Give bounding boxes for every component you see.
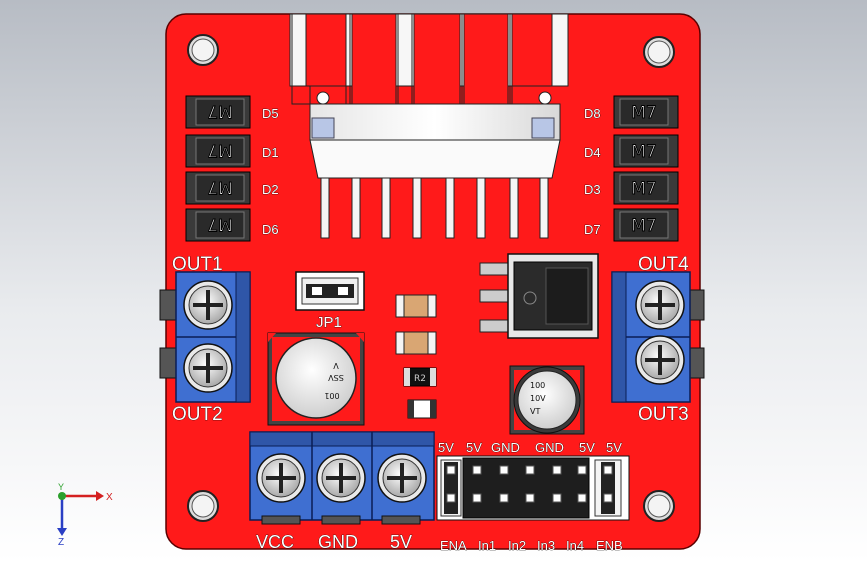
svg-text:In4: In4 — [566, 538, 584, 553]
diode-label: D5 — [262, 106, 279, 121]
pin-header — [436, 455, 630, 521]
power-terminal-block — [249, 431, 435, 525]
diode-d4: M7 D4 — [584, 134, 679, 168]
diodes-left: M7 D5 M7 D1 M7 D2 M7 D6 — [185, 95, 279, 242]
svg-text:ENB: ENB — [596, 538, 623, 553]
svg-text:100: 100 — [530, 381, 545, 390]
svg-text:In3: In3 — [537, 538, 555, 553]
diode-marking: M7 — [631, 103, 656, 123]
screw-icon[interactable] — [183, 343, 233, 393]
diode-d2: M7 D2 — [185, 171, 279, 205]
label-jp1: JP1 — [316, 314, 342, 331]
heatsink — [289, 13, 569, 239]
svg-text:In1: In1 — [478, 538, 496, 553]
electrolytic-capacitor-small: 100 10V VT — [509, 365, 585, 435]
header-bottom-labels: ENA In1 In2 In3 In4 ENB — [440, 538, 623, 554]
diode-label: D1 — [262, 145, 279, 160]
diode-label: D2 — [262, 182, 279, 197]
label-out2: OUT2 — [172, 404, 223, 425]
svg-text:GND: GND — [491, 440, 520, 455]
label-out1: OUT1 — [172, 254, 223, 275]
header-top-labels: 5V 5V GND GND 5V 5V — [438, 440, 623, 456]
diode-marking: M7 — [631, 179, 656, 199]
diode-label: D7 — [584, 222, 601, 237]
svg-text:5V: 5V — [579, 440, 595, 455]
smd-resistor: R2 — [403, 367, 437, 387]
svg-text:001: 001 — [324, 391, 339, 400]
diode-d1: M7 D1 — [185, 134, 279, 168]
svg-text:VT: VT — [530, 407, 540, 416]
diode-marking: M7 — [207, 214, 232, 234]
smd-led — [407, 399, 437, 419]
axis-triad-icon: X Z Y — [57, 482, 113, 548]
diode-label: D6 — [262, 222, 279, 237]
svg-text:5V: 5V — [606, 440, 622, 455]
diode-d5: M7 D5 — [185, 95, 279, 129]
svg-text:GND: GND — [535, 440, 564, 455]
svg-text:SSV: SSV — [328, 373, 344, 382]
svg-text:5V: 5V — [438, 440, 454, 455]
label-out4: OUT4 — [638, 254, 689, 275]
screw-icon[interactable] — [183, 280, 233, 330]
diode-d3: M7 D3 — [584, 171, 679, 205]
screw-icon[interactable] — [256, 453, 306, 503]
diode-marking: M7 — [631, 142, 656, 162]
diode-d6: M7 D6 — [185, 208, 279, 242]
diode-marking: M7 — [631, 216, 656, 236]
svg-text:In2: In2 — [508, 538, 526, 553]
label-5v: 5V — [390, 532, 412, 552]
electrolytic-capacitor-large: V SSV 001 — [267, 332, 365, 426]
screw-icon[interactable] — [377, 453, 427, 503]
resistor-marking: R2 — [414, 374, 426, 384]
jumper-jp1[interactable] — [295, 271, 365, 311]
voltage-regulator — [479, 253, 599, 339]
screw-icon[interactable] — [635, 335, 685, 385]
axis-z-label: Z — [58, 537, 64, 548]
svg-text:V: V — [333, 361, 339, 370]
smd-capacitor — [395, 331, 437, 355]
screw-icon[interactable] — [316, 453, 366, 503]
axis-y-label: Y — [58, 482, 64, 492]
terminal-block-left — [159, 271, 251, 403]
diode-d7: M7 D7 — [584, 208, 679, 242]
diode-marking: M7 — [207, 101, 232, 121]
svg-text:10V: 10V — [530, 394, 546, 403]
diode-marking: M7 — [207, 177, 232, 197]
diode-marking: M7 — [207, 140, 232, 160]
diodes-right: M7 D8 M7 D4 M7 D3 M7 D7 — [584, 95, 679, 242]
axis-x-label: X — [106, 492, 113, 503]
diode-label: D3 — [584, 182, 601, 197]
smd-capacitor — [395, 294, 437, 318]
diode-d8: M7 D8 — [584, 95, 679, 129]
diode-label: D4 — [584, 145, 601, 160]
label-gnd: GND — [318, 532, 358, 552]
diode-label: D8 — [584, 106, 601, 121]
svg-text:5V: 5V — [466, 440, 482, 455]
label-out3: OUT3 — [638, 404, 689, 425]
mounting-holes — [187, 34, 675, 522]
screw-icon[interactable] — [635, 280, 685, 330]
label-vcc: VCC — [256, 532, 294, 552]
svg-text:ENA: ENA — [440, 538, 467, 553]
terminal-block-right — [611, 271, 705, 403]
